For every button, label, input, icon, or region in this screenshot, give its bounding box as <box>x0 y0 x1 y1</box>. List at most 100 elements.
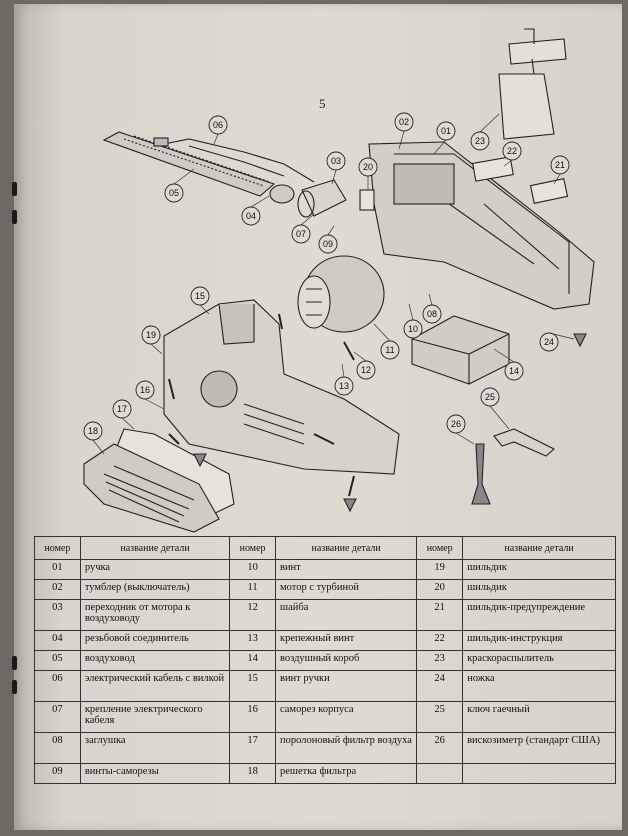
part-number-cell: 08 <box>34 732 81 764</box>
wrench-part <box>493 428 555 457</box>
svg-text:04: 04 <box>246 211 256 221</box>
cable-part <box>163 138 315 183</box>
part-number-cell: 21 <box>416 599 464 631</box>
page-number: 5 <box>319 96 326 111</box>
part-name-cell: тумблер (выключатель) <box>79 579 231 600</box>
callout-24: 24 <box>539 332 559 352</box>
callout-05: 05 <box>164 183 184 203</box>
svg-text:02: 02 <box>399 117 409 127</box>
part-number-cell: 05 <box>34 650 81 671</box>
part-name-cell: крепежный винт <box>274 630 418 651</box>
part-name-cell: шильдик <box>462 579 616 600</box>
callout-21: 21 <box>550 155 570 175</box>
svg-text:21: 21 <box>555 160 565 170</box>
air-box-part <box>411 315 510 385</box>
spray-gun-part <box>498 73 555 140</box>
part-name-cell: шильдик <box>462 559 616 580</box>
part-name-cell: воздуховод <box>79 650 231 671</box>
callout-09: 09 <box>318 234 338 254</box>
part-number-cell: 18 <box>229 763 276 784</box>
callout-13: 13 <box>334 376 354 396</box>
callout-03: 03 <box>326 151 346 171</box>
svg-text:13: 13 <box>339 381 349 391</box>
part-name-cell: мотор с турбиной <box>274 579 418 600</box>
svg-text:19: 19 <box>146 330 156 340</box>
column-header: номер <box>416 536 464 560</box>
label-plate-21 <box>529 178 569 204</box>
part-number-cell: 07 <box>34 701 81 733</box>
part-name-cell: заглушка <box>79 732 231 764</box>
callout-02: 02 <box>394 112 414 132</box>
exploded-view-diagram: 01 02 03 04 05 06 07 08 09 10 11 12 13 1… <box>83 28 595 533</box>
svg-text:03: 03 <box>331 156 341 166</box>
callout-01: 01 <box>436 121 456 141</box>
svg-text:22: 22 <box>507 146 517 156</box>
column-header: название детали <box>79 536 231 560</box>
parts-table: номер название детали номер название дет… <box>34 536 616 784</box>
svg-text:14: 14 <box>509 366 519 376</box>
part-name-cell: решетка фильтра <box>274 763 418 784</box>
part-number-cell: 23 <box>416 650 464 671</box>
callout-10: 10 <box>403 319 423 339</box>
part-number-cell: 24 <box>416 670 464 702</box>
callout-16: 16 <box>135 380 155 400</box>
part-number-cell: 26 <box>416 732 464 764</box>
part-number-cell: 03 <box>34 599 81 631</box>
part-name-cell: шайба <box>274 599 418 631</box>
part-name-cell <box>462 763 616 784</box>
svg-text:10: 10 <box>408 324 418 334</box>
column-header: номер <box>229 536 276 560</box>
callout-08: 08 <box>422 304 442 324</box>
part-name-cell: воздушный короб <box>274 650 418 671</box>
hose-part <box>102 131 276 197</box>
part-number-cell: 13 <box>229 630 276 651</box>
connector-part <box>269 184 295 204</box>
part-name-cell: винт <box>274 559 418 580</box>
callout-20: 20 <box>358 157 378 177</box>
column-header: название детали <box>462 536 616 560</box>
part-number-cell: 09 <box>34 763 81 784</box>
part-name-cell: поролоновый фильтр воздуха <box>274 732 418 764</box>
part-number-cell: 16 <box>229 701 276 733</box>
callout-18: 18 <box>83 421 103 441</box>
svg-text:09: 09 <box>323 239 333 249</box>
filter-grille-part <box>83 443 220 533</box>
part-number-cell: 17 <box>229 732 276 764</box>
part-number-cell: 04 <box>34 630 81 651</box>
svg-text:16: 16 <box>140 385 150 395</box>
binding-hole <box>12 680 17 694</box>
callout-17: 17 <box>112 399 132 419</box>
svg-text:24: 24 <box>544 337 554 347</box>
callout-15: 15 <box>190 286 210 306</box>
part-number-cell: 20 <box>416 579 464 600</box>
svg-text:11: 11 <box>385 345 394 355</box>
svg-text:23: 23 <box>475 136 485 146</box>
svg-text:12: 12 <box>361 365 371 375</box>
part-number-cell: 14 <box>229 650 276 671</box>
part-number-cell: 02 <box>34 579 81 600</box>
part-number-cell <box>416 763 464 784</box>
callout-25: 25 <box>480 387 500 407</box>
part-name-cell: ножка <box>462 670 616 702</box>
binding-hole <box>12 210 17 224</box>
part-name-cell: винты-саморезы <box>79 763 231 784</box>
callout-19: 19 <box>141 325 161 345</box>
part-name-cell: переходник от мотора к воздуховоду <box>79 599 231 631</box>
part-name-cell: краскораспылитель <box>462 650 616 671</box>
label-plate-22 <box>472 156 514 182</box>
part-number-cell: 19 <box>416 559 464 580</box>
callout-11: 11 <box>380 340 400 360</box>
table-header-row: номер название детали номер название дет… <box>34 536 616 560</box>
part-name-cell: саморез корпуса <box>274 701 418 733</box>
svg-text:20: 20 <box>363 162 373 172</box>
adapter-part <box>301 179 347 217</box>
part-name-cell: шильдик-инструкция <box>462 630 616 651</box>
part-number-cell: 11 <box>229 579 276 600</box>
